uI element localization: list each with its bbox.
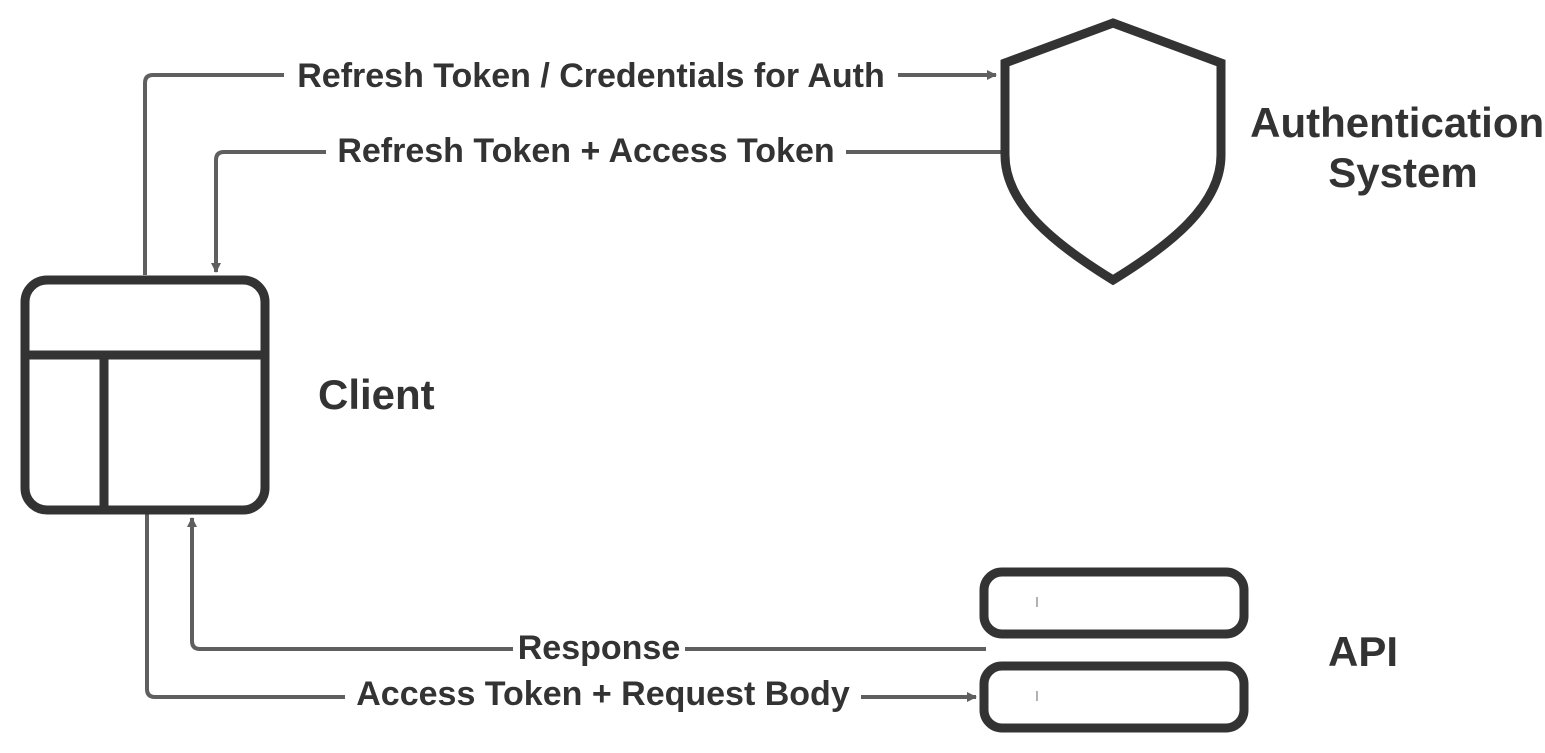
edge-request-to-api: Access Token + Request Body	[145, 513, 977, 713]
shield-icon	[1000, 18, 1226, 286]
server-stack-icon	[979, 567, 1249, 733]
edge-label-credentials: Refresh Token / Credentials for Auth	[297, 57, 885, 95]
window-layout-icon	[20, 275, 270, 515]
client-label: Client	[318, 371, 435, 418]
edge-label-request: Access Token + Request Body	[356, 675, 850, 713]
edge-response-to-client: Response	[187, 517, 986, 667]
edge-label-tokens: Refresh Token + Access Token	[337, 132, 834, 170]
auth-label: Authentication System	[1250, 99, 1545, 196]
edge-label-response: Response	[518, 629, 681, 667]
auth-label-line2: System	[1328, 149, 1477, 196]
auth-label-line1: Authentication	[1250, 99, 1544, 146]
api-label: API	[1328, 628, 1398, 675]
edge-credentials-to-auth: Refresh Token / Credentials for Auth	[143, 56, 997, 275]
edge-tokens-to-client: Refresh Token + Access Token	[211, 131, 1002, 273]
